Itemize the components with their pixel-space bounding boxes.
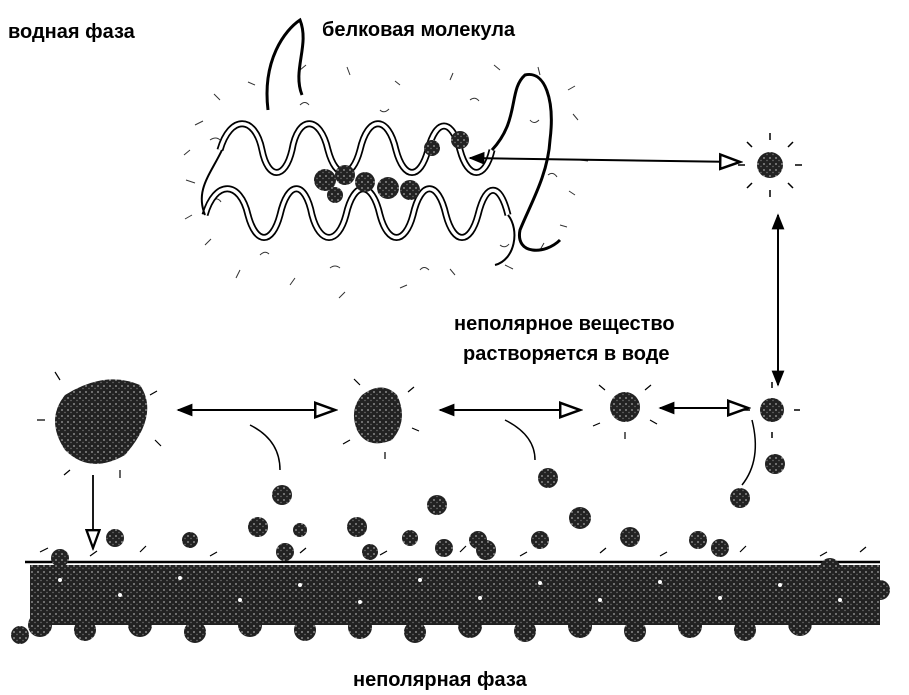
label-protein-molecule: белковая молекула <box>322 18 515 42</box>
aggregate-medium <box>343 379 419 459</box>
interface-hydration <box>40 546 866 556</box>
curve-drop-3 <box>742 420 755 485</box>
protein-helix-lower <box>205 189 508 238</box>
aggregate-small <box>593 385 657 439</box>
label-nonpolar-phase: неполярная фаза <box>353 668 527 692</box>
label-water-phase: водная фаза <box>8 20 135 44</box>
solvated-particle-top <box>738 133 802 197</box>
curve-drop-1 <box>250 425 280 470</box>
aggregate-large <box>37 372 161 478</box>
curve-drop-2 <box>505 420 535 460</box>
descending-particles <box>106 468 707 549</box>
label-dissolves-line2: растворяется в воде <box>463 342 670 366</box>
nonpolar-phase-particles <box>11 539 890 644</box>
protein-loop <box>267 20 303 110</box>
label-dissolves-line1: неполярное вещество <box>454 312 675 336</box>
arrow-protein-to-particle <box>470 158 740 162</box>
solvated-particle-right <box>730 382 800 508</box>
